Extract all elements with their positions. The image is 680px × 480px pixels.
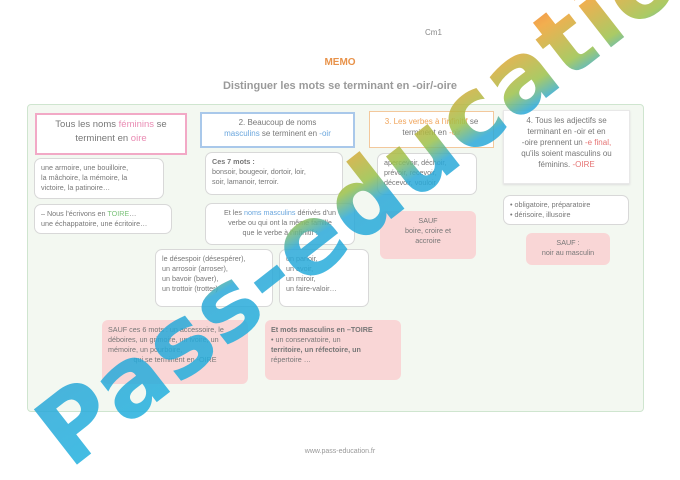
col4-title-text2: féminins. [538,160,573,169]
col3-title-text2: se [467,117,479,126]
col4-except-line: noir au masculin [541,248,595,257]
toire-examples-card: – Nous l'écrivons en TOIRE… une échappat… [34,204,172,234]
verbs-oir-header: 3. Les verbes à l'infinitif se terminent… [369,111,494,148]
col4-except-title: SAUF : [556,238,580,247]
col3-example-line: décevoir, vouloir [384,178,436,187]
col3-title-text: 3. Les [384,117,409,126]
col4-title-text: -oire prennent un [521,138,585,147]
col3-title-verbes: verbes à l'infinitif [408,117,468,126]
col4-title-line: qu'ils soient masculins ou [521,149,612,158]
col1-title-text2: se terminent en [75,119,167,144]
col2-except-title: Et mots masculins en –TOIRE [271,325,373,334]
col2-box4-line: un avoir, [286,264,314,273]
col3-example-line: apercevoir, déchoir, [384,158,447,167]
col2-title-oir: -oir [319,129,331,138]
col1-except-line: qui se terminent en -OIRE [133,355,217,364]
col3-example-line: prévoir, recevoir, [384,168,437,177]
col1-toire-examples: une échappatoire, une écritoire… [41,219,148,228]
col4-title-final: -e final, [584,138,612,147]
col3-except-line: boire, croire et [405,226,451,235]
col4-title-line: 4. Tous les adjectifs se [526,116,607,125]
col3-except-title: SAUF [418,216,438,225]
col1-exceptions-box: SAUF ces 6 mots : un accessoire, le débo… [102,320,248,384]
col2-box1-line: soir, lamanoir, terroir. [212,177,279,186]
col2-box2-text: Et les [223,208,244,217]
col2-box2-line: que le verbe à l'infinitif : [242,228,318,237]
col4-title-oire: -OIRE [572,160,595,169]
masculine-oir-header: 2. Beaucoup de noms masculins se termine… [200,112,355,148]
col4-title-line: terminant en -oir et en [527,127,606,136]
col1-except-line: SAUF ces 6 mots : un accessoire, le [108,325,224,334]
col2-title-text: 2. Beaucoup de noms [238,118,317,127]
col3-exceptions-box: SAUF boire, croire et accroire [380,211,476,259]
memo-title: MEMO [324,57,356,68]
derived-examples-card: le désespoir (désespérer), un arrosoir (… [155,249,273,307]
verb-examples-card: apercevoir, déchoir, prévoir, recevoir, … [377,153,477,195]
col2-box2-line: verbe ou qui ont la même famille [228,218,332,227]
col1-title-oire: oire [130,133,147,144]
col2-title-masculins: masculins [224,129,260,138]
col2-box4-line: un miroir, [286,274,316,283]
level-label: Cm1 [425,28,442,37]
col1-example-line: une armoire, une bouilloire, [41,163,129,172]
col2-except-line: • un conservatoire, un [271,335,341,344]
col1-title-feminins: féminins [118,119,155,130]
col2-box1-title: Ces 7 mots : [212,157,255,166]
other-examples-card: un parloir, un avoir, un miroir, un fair… [279,249,369,307]
col1-toire-ellipsis: … [129,209,137,218]
col2-box3-line: un bavoir (baver), [162,274,219,283]
col2-box4-line: un faire-valoir… [286,284,337,293]
col3-title-text3: terminent en [402,128,450,137]
adjectives-header: 4. Tous les adjectifs se terminant en -o… [503,110,630,184]
col2-except-line: répertoire … [271,355,311,364]
col2-box3-line: un trottoir (trotter) [162,284,218,293]
col1-except-line: déboires, un grimoire, un ivoire, un [108,335,219,344]
seven-words-card: Ces 7 mots : bonsoir, bougeoir, dortoir,… [205,152,343,195]
col1-toire-highlight: TOIRE [107,209,130,218]
col2-box3-line: le désespoir (désespérer), [162,254,246,263]
col3-title-oir: -oir [449,128,461,137]
col1-except-line: mémoire, un pourboire, [108,345,183,354]
derived-nouns-card: Et les noms masculins dérivés d'un verbe… [205,203,355,245]
col1-example-line: la mâchoire, la mémoire, la [41,173,128,182]
col2-box2-masculins: noms masculins [243,208,296,217]
col4-example-line: • dérisoire, illusoire [510,210,571,219]
footer-url: www.pass-education.fr [304,448,376,455]
col4-example-line: • obligatoire, préparatoire [510,200,591,209]
col2-exceptions-box: Et mots masculins en –TOIRE • un conserv… [265,320,401,380]
col1-toire-text: – Nous l'écrivons en [41,209,108,218]
col2-title-text2: se terminent en [259,129,320,138]
col2-box2-text2: dérivés d'un [295,208,337,217]
col2-except-line: territoire, un réfectoire, un [271,345,361,354]
col3-except-line: accroire [415,236,441,245]
col2-box4-line: un parloir, [286,254,318,263]
col1-title-text: Tous les noms [55,119,119,130]
col4-exceptions-box: SAUF : noir au masculin [526,233,610,265]
col2-box3-line: un arrosoir (arroser), [162,264,228,273]
page-subtitle: Distinguer les mots se terminant en -oir… [222,80,458,92]
col1-example-line: victoire, la patinoire… [41,183,111,192]
col2-box1-line: bonsoir, bougeoir, dortoir, loir, [212,167,306,176]
feminine-examples-card: une armoire, une bouilloire, la mâchoire… [34,158,164,199]
feminine-oire-header: Tous les noms féminins se terminent en o… [35,113,187,155]
adjective-examples-card: • obligatoire, préparatoire • dérisoire,… [503,195,629,225]
